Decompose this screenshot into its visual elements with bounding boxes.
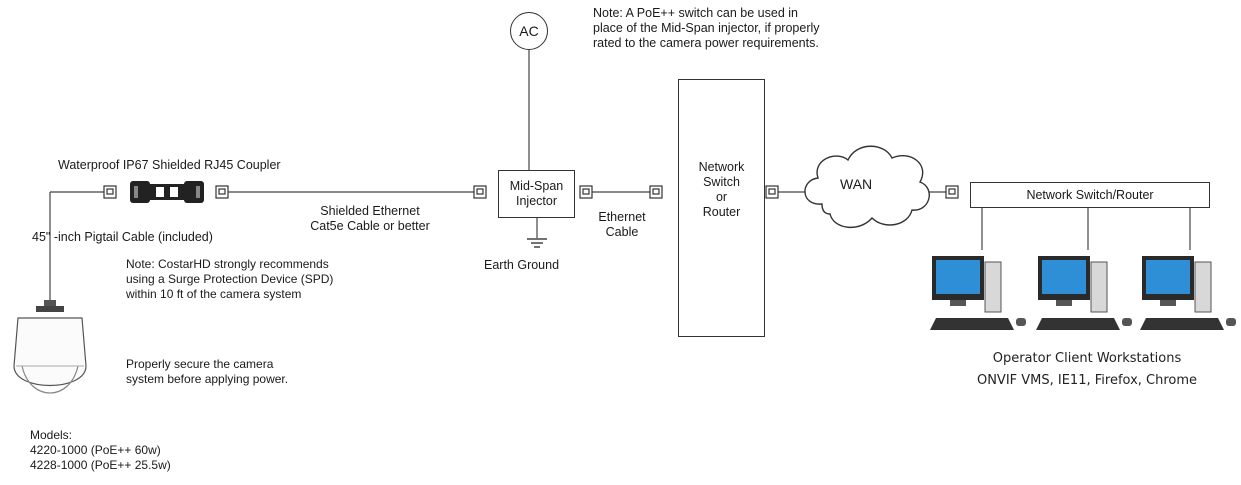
secure-note-line: Properly secure the camera (126, 357, 274, 371)
midspan-line: Injector (516, 194, 557, 208)
ac-label: AC (519, 23, 539, 39)
ethernet-cable-line: Cable (605, 225, 639, 239)
spd-note-line: within 10 ft of the camera system (126, 287, 302, 301)
ethernet-cable-line: Ethernet (598, 210, 646, 224)
shielded-cable-label: Shielded Ethernet Cat5e Cable or better (300, 204, 440, 234)
wan-label: WAN (840, 176, 873, 192)
cloud-icon (804, 145, 930, 228)
rj45-plug-icon (649, 185, 663, 199)
computer-workstation-icon (1036, 256, 1132, 330)
model-item: 4228-1000 (PoE++ 25.5w) (30, 458, 171, 472)
shielded-cable-line: Cat5e Cable or better (310, 219, 430, 233)
rj45-plug-icon (473, 185, 487, 199)
computer-workstation-icon (930, 256, 1026, 330)
rj45-plug-icon (215, 185, 229, 199)
computer-workstation-icon (1140, 256, 1236, 330)
network-switch-line: Switch (703, 175, 740, 189)
rj45-plug-icon (579, 185, 593, 199)
spd-note-line: Note: CostarHD strongly recommends (126, 257, 329, 271)
models-heading: Models: (30, 428, 73, 442)
pigtail-label: 45" -inch Pigtail Cable (included) (32, 230, 213, 244)
poe-note-line: place of the Mid-Span injector, if prope… (593, 21, 820, 35)
ethernet-cable-label: Ethernet Cable (586, 210, 658, 240)
ac-power-source: AC (510, 12, 548, 50)
workstations-line: ONVIF VMS, IE11, Firefox, Chrome (976, 373, 1198, 388)
rj45-plug-icon (103, 185, 117, 199)
poe-note-line: Note: A PoE++ switch can be used in (593, 6, 798, 20)
models-list: Models: 4220-1000 (PoE++ 60w) 4228-1000 … (30, 428, 171, 473)
coupler-label: Waterproof IP67 Shielded RJ45 Coupler (58, 158, 281, 172)
network-switch-line: Router (702, 205, 741, 219)
midspan-line: Mid-Span (509, 179, 564, 193)
rj45-plug-icon (945, 185, 959, 199)
network-switch-line: Network (698, 160, 745, 174)
secure-note: Properly secure the camera system before… (126, 357, 288, 387)
poe-note-line: rated to the camera power requirements. (593, 36, 819, 50)
earth-ground-label: Earth Ground (484, 258, 560, 272)
rj45-coupler-icon (130, 181, 204, 203)
dome-camera-icon (13, 300, 87, 394)
switch-router-label: Network Switch/Router (1026, 188, 1154, 202)
secure-note-line: system before applying power. (126, 372, 289, 386)
spd-note: Note: CostarHD strongly recommends using… (126, 257, 333, 302)
network-switch-line: or (715, 190, 728, 204)
workstations-line: Operator Client Workstations (992, 351, 1182, 366)
rj45-plug-icon (765, 185, 779, 199)
network-switch-box: Network Switch or Router (678, 79, 765, 337)
switch-router-box: Network Switch/Router (970, 182, 1210, 208)
spd-note-line: using a Surge Protection Device (SPD) (126, 272, 334, 286)
ground-symbol-icon (527, 238, 547, 248)
midspan-injector-box: Mid-Span Injector (498, 170, 575, 218)
model-item: 4220-1000 (PoE++ 60w) (30, 443, 161, 457)
poe-note: Note: A PoE++ switch can be used in plac… (593, 6, 820, 51)
shielded-cable-line: Shielded Ethernet (320, 204, 420, 218)
workstations-label: Operator Client Workstations ONVIF VMS, … (942, 348, 1232, 392)
